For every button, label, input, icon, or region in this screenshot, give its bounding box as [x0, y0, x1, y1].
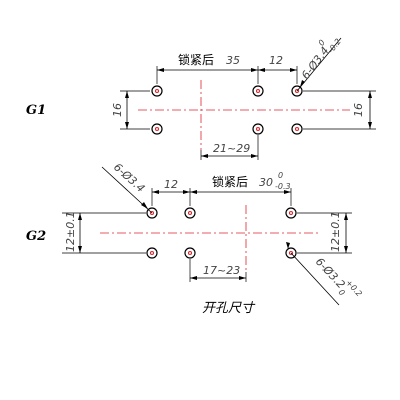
- g2-hole-spec-left: 6-Ø3.4: [111, 161, 147, 196]
- g2-drawing: 12 锁紧后 30 0 -0.3 6-Ø3.4 12±0.1 12±0.1 17…: [26, 161, 364, 306]
- g1-locked-value: 35: [226, 54, 240, 67]
- g2-hole: [146, 247, 158, 259]
- g1-label: G1: [26, 103, 46, 118]
- arrow: [300, 80, 305, 87]
- g1-drawing: 锁紧后 35 12 6-Ø3.4 0 -0.2 16 16 21~29: [26, 37, 376, 160]
- arrow: [290, 68, 297, 72]
- g2-range: 17~23: [203, 264, 240, 277]
- arrow: [201, 154, 208, 158]
- arrow: [344, 213, 348, 220]
- arrow: [152, 190, 159, 194]
- arrow: [141, 202, 148, 209]
- drawing-title: 开孔尺寸: [202, 301, 256, 316]
- g2-hole-tol-upper: +0.2: [344, 278, 364, 298]
- g1-hole: [252, 123, 264, 135]
- arrow: [251, 68, 258, 72]
- arrow: [344, 246, 348, 253]
- arrow: [157, 68, 164, 72]
- g1-hole: [151, 85, 163, 97]
- arrow: [239, 276, 246, 280]
- g1-hole: [151, 123, 163, 135]
- g2-hole-leader-right: [290, 252, 340, 306]
- g1-pitch: 12: [269, 54, 283, 67]
- g1-range: 21~29: [213, 142, 250, 155]
- arrow: [190, 190, 197, 194]
- g2-height-right: 12±0.1: [329, 211, 342, 252]
- g2-label: G2: [26, 229, 46, 244]
- g2-locked-prefix: 锁紧后: [212, 174, 248, 189]
- g1-hole: [291, 123, 303, 135]
- arrow: [251, 154, 258, 158]
- arrow: [125, 122, 129, 129]
- arrow: [190, 276, 197, 280]
- arrow: [78, 213, 82, 220]
- g2-hole: [285, 207, 297, 219]
- g1-hole-tol-upper: 0: [317, 38, 327, 47]
- arrow: [368, 91, 372, 98]
- arrow: [258, 68, 265, 72]
- g1-hole-tol-lower: -0.2: [326, 37, 343, 55]
- g1-height-right: 16: [352, 103, 365, 117]
- g2-locked-tol-upper: 0: [278, 171, 283, 180]
- g2-locked-value: 30: [259, 176, 273, 189]
- arrow: [284, 190, 291, 194]
- arrow: [286, 242, 290, 249]
- g2-locked-tol-lower: -0.3: [275, 182, 291, 191]
- g1-height-left: 16: [111, 103, 124, 117]
- g2-hole-tol-lower: 0: [337, 288, 347, 298]
- g1-hole: [252, 85, 264, 97]
- g2-hole-spec-right: 6-Ø3.2: [313, 255, 348, 291]
- g2-hole: [184, 247, 196, 259]
- arrow: [125, 91, 129, 98]
- arrow: [368, 122, 372, 129]
- arrow: [183, 190, 190, 194]
- arrow: [78, 246, 82, 253]
- g2-height-left: 12±0.1: [64, 211, 77, 252]
- g2-hole: [184, 207, 196, 219]
- g2-pitch: 12: [164, 178, 178, 191]
- g1-locked-prefix: 锁紧后: [178, 52, 214, 67]
